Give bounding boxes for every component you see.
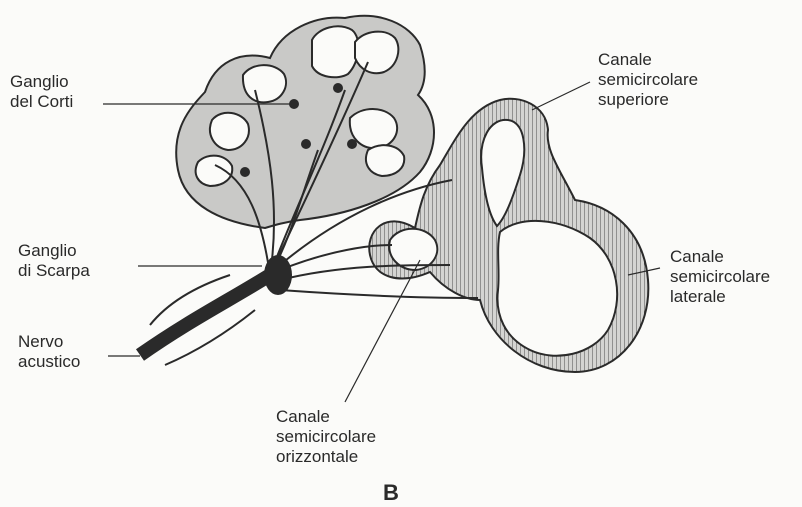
label-ganglio-corti: Ganglio del Corti — [10, 72, 73, 112]
label-nervo-acustico: Nervo acustico — [18, 332, 80, 372]
label-canale-superiore: Canale semicircolare superiore — [598, 50, 698, 110]
label-ganglio-scarpa: Ganglio di Scarpa — [18, 241, 90, 281]
panel-letter: B — [383, 480, 399, 506]
label-canale-laterale: Canale semicircolare laterale — [670, 247, 770, 307]
label-canale-orizzontale: Canale semicircolare orizzontale — [276, 407, 376, 467]
